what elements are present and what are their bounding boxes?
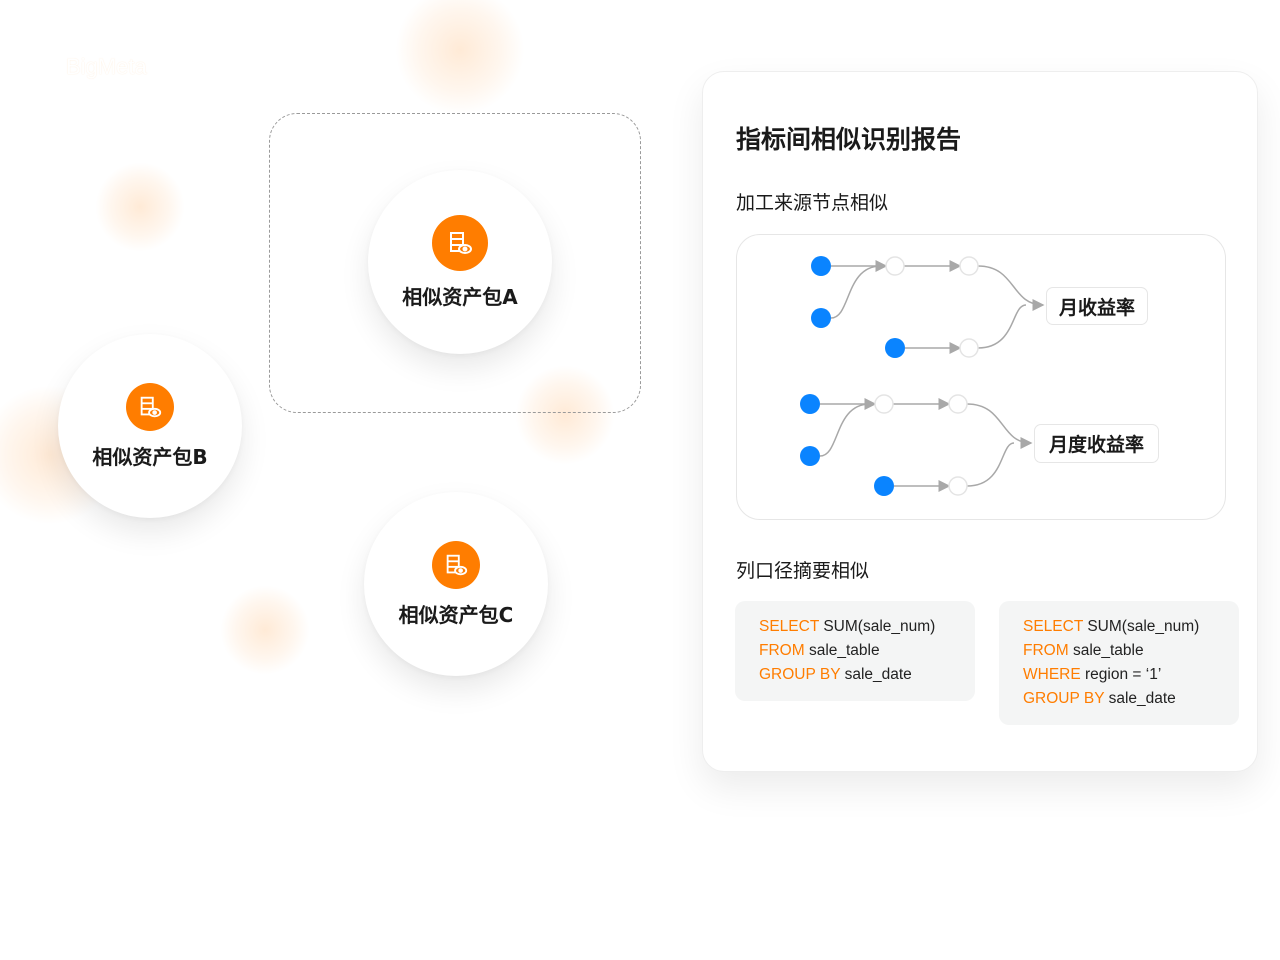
source-node [811,256,831,276]
edge [977,265,1045,311]
sql-line: FROM sale_table [759,642,880,659]
edge [819,403,871,457]
similarity-report-card: 指标间相似识别报告 加工来源节点相似 列口径摘要相似 SELECT SUM(sa… [702,71,1258,772]
package-a[interactable]: 相似资产包A [368,170,552,354]
watermark-logo: BigMeta [66,54,147,79]
database-eye-icon [432,540,480,589]
edge [966,442,1015,487]
decor-glow [95,162,185,252]
selection-box [269,113,641,413]
target-node-1[interactable]: 月收益率 [1046,287,1148,325]
sql-line: GROUP BY sale_date [1023,690,1176,707]
intermediate-node [948,394,968,414]
decor-glow [515,365,615,465]
edge [966,403,1033,449]
intermediate-node [885,256,905,276]
intermediate-node [874,394,894,414]
section-lineage-title: 加工来源节点相似 [736,192,889,214]
edge [977,304,1027,349]
sql-line: FROM sale_table [1023,642,1144,659]
sql-line: GROUP BY sale_date [759,666,912,683]
sql-snippet-2: SELECT SUM(sale_num) FROM sale_table WHE… [999,601,1239,725]
package-label: 相似资产包A [402,284,518,309]
report-title: 指标间相似识别报告 [736,125,962,154]
sql-line: SELECT SUM(sale_num) [759,618,936,635]
package-label: 相似资产包B [92,444,208,469]
database-eye-icon [126,382,174,431]
package-b[interactable]: 相似资产包B [58,334,242,518]
sql-line: WHERE region = ‘1’ [1023,666,1162,683]
source-node [800,446,820,466]
intermediate-node [959,256,979,276]
target-node-2[interactable]: 月度收益率 [1034,424,1159,463]
intermediate-node [959,338,979,358]
package-c[interactable]: 相似资产包C [364,492,548,676]
sql-line: SELECT SUM(sale_num) [1023,618,1200,635]
intermediate-node [948,476,968,496]
source-node [885,338,905,358]
edge [830,265,882,319]
decor-glow [220,585,310,675]
source-node [874,476,894,496]
package-label: 相似资产包C [398,602,514,627]
source-node [800,394,820,414]
database-eye-icon [432,214,488,271]
section-sql-title: 列口径摘要相似 [736,560,870,582]
lineage-panel [736,234,1226,520]
sql-snippet-1: SELECT SUM(sale_num) FROM sale_table GRO… [735,601,975,701]
decor-glow [395,0,525,115]
source-node [811,308,831,328]
